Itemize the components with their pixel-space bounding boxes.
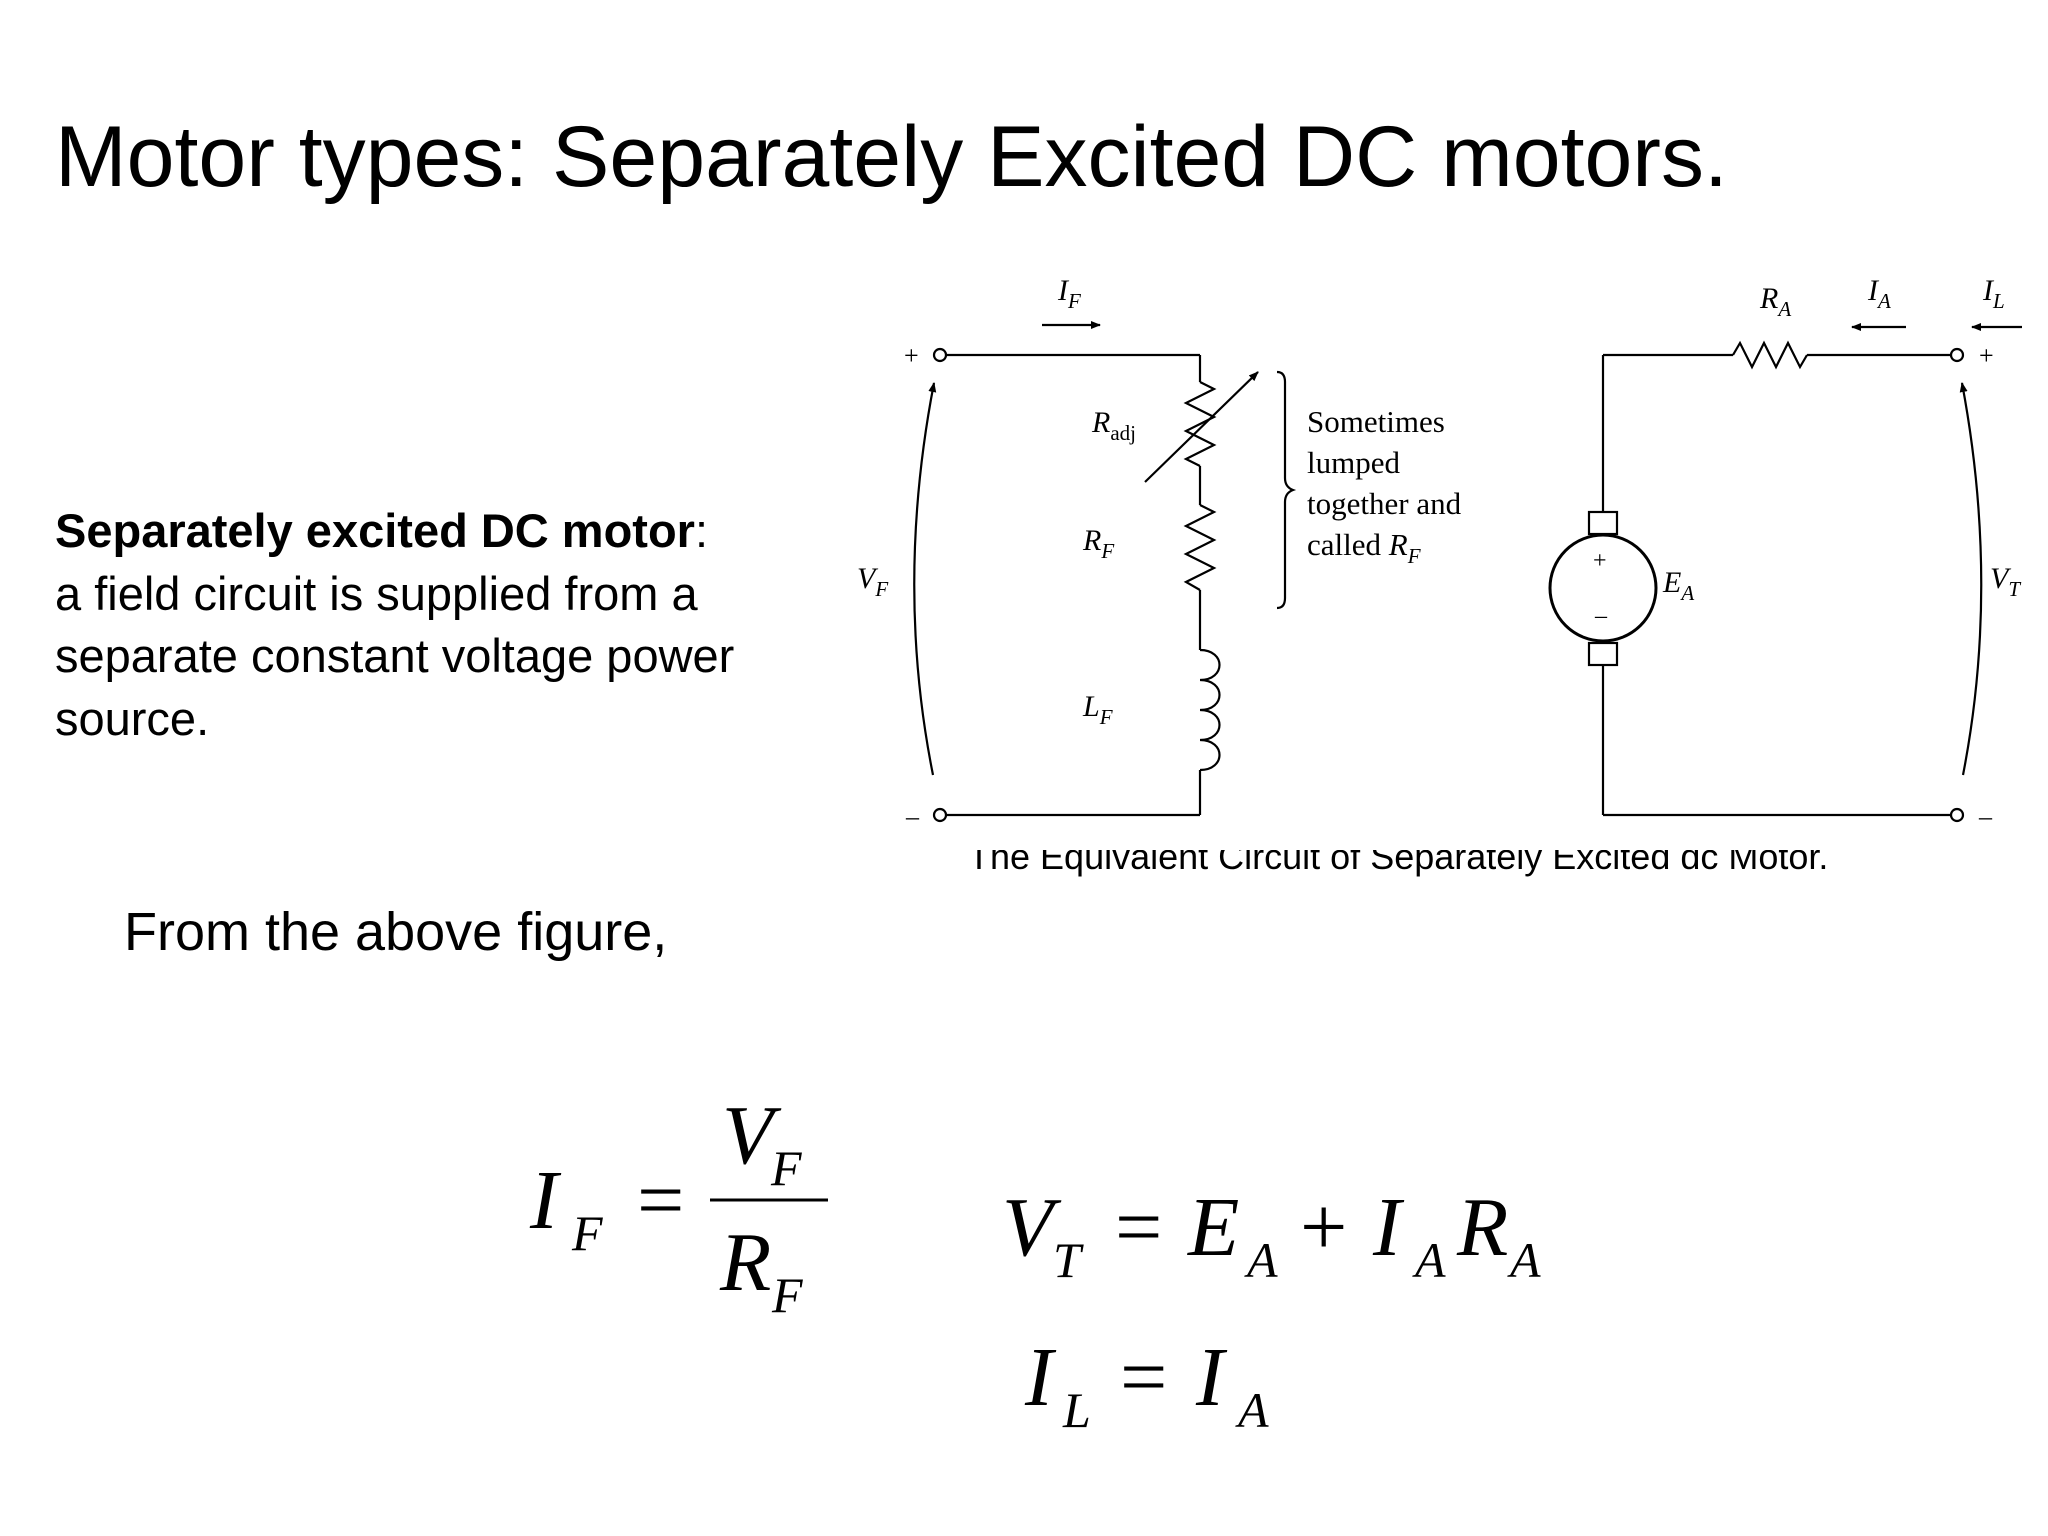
armature-minus-terminal	[1949, 807, 1965, 823]
machine-plus-sign: +	[1593, 548, 1607, 574]
lead-in-text: From the above figure,	[124, 902, 668, 962]
armature-plus-sign: +	[1979, 341, 1994, 370]
armature-plus-terminal	[1949, 347, 1965, 363]
circuit-caption: The Equivalent Circuit of Separately Exc…	[968, 850, 1829, 877]
vt-label: VT	[1990, 562, 2021, 601]
ia-label: IA	[1867, 274, 1891, 313]
radj-label: Radj	[1091, 406, 1136, 445]
rf-resistor	[1183, 504, 1217, 591]
radj-adjust-arrow	[1144, 371, 1259, 483]
field-plus-sign: +	[904, 341, 919, 370]
field-plus-terminal	[932, 347, 948, 363]
vt-arrow	[1959, 382, 1983, 776]
field-minus-sign: –	[905, 802, 920, 831]
ea-label: EA	[1662, 566, 1694, 605]
upper-brush	[1587, 510, 1619, 536]
lumped-note: Sometimes lumped together and called RF	[1307, 404, 1462, 568]
ra-resistor	[1732, 340, 1808, 370]
rf-label: RF	[1082, 524, 1114, 563]
field-minus-terminal	[932, 807, 948, 823]
description-body: a field circuit is supplied from a separ…	[55, 566, 735, 745]
radj-resistor	[1183, 381, 1217, 467]
vf-arrow	[913, 382, 937, 776]
lf-inductor	[1199, 648, 1221, 772]
armature-minus-sign: –	[1978, 802, 1993, 831]
machine-minus-sign: –	[1594, 603, 1608, 629]
armature-circuit	[1548, 323, 2022, 823]
if-label: IF	[1057, 274, 1081, 313]
description-colon: :	[694, 504, 709, 557]
lf-label: LF	[1082, 690, 1113, 729]
field-circuit	[913, 321, 1297, 823]
lumped-note-line-2: lumped	[1307, 445, 1400, 480]
vf-label: VF	[857, 562, 888, 601]
slide-title: Motor types: Separately Excited DC motor…	[55, 109, 1728, 205]
lumped-note-line-4: called RF	[1307, 527, 1421, 568]
lumped-note-line-1: Sometimes	[1307, 404, 1445, 439]
il-label: IL	[1982, 274, 2005, 313]
description-text: Separately excited DC motor: a field cir…	[55, 500, 815, 750]
armature-machine	[1548, 533, 1658, 643]
ra-label: RA	[1759, 282, 1791, 321]
lumped-note-line-3: together and	[1307, 486, 1462, 521]
lumped-brace	[1276, 370, 1297, 610]
description-term: Separately excited DC motor	[55, 504, 695, 557]
lower-brush	[1587, 641, 1619, 667]
